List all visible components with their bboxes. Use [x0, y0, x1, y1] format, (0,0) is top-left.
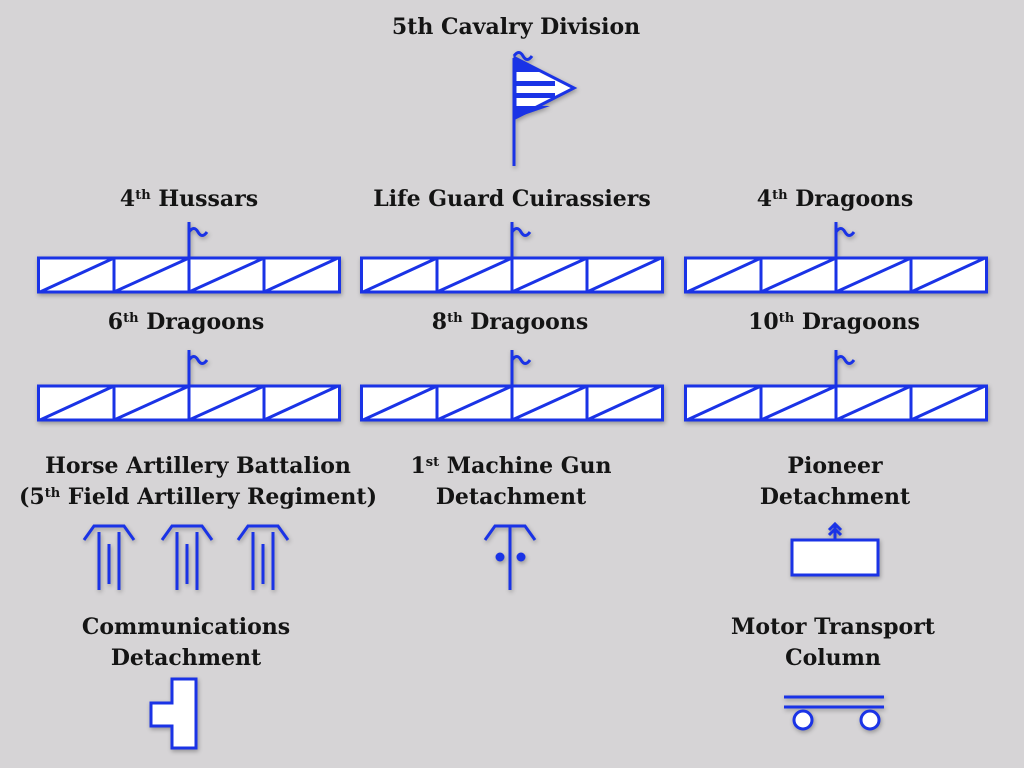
- motor-transport-icon: [784, 695, 884, 731]
- regiment-symbol-3-icon: [684, 222, 988, 294]
- machine-gun-label: 1st Machine Gun Detachment: [410, 453, 612, 510]
- regiment-symbol-5-icon: [360, 350, 664, 422]
- pioneer-label: Pioneer Detachment: [759, 453, 911, 510]
- regiment-label-1: 4th Hussars: [119, 186, 259, 212]
- artillery-battery-2-icon: [160, 524, 214, 590]
- division-title: 5th Cavalry Division: [391, 14, 641, 40]
- regiment-label-6: 10th Dragoons: [748, 309, 920, 335]
- artillery-battery-icons: [82, 524, 290, 590]
- communications-label: Communications Detachment: [81, 614, 291, 671]
- regiment-symbol-6-icon: [684, 350, 988, 422]
- regiment-symbol-4-icon: [37, 350, 341, 422]
- artillery-battery-3-icon: [236, 524, 290, 590]
- regiment-symbol-2-icon: [360, 222, 664, 294]
- motor-transport-label: Motor Transport Column: [731, 614, 935, 671]
- machine-gun-icon: [483, 524, 537, 590]
- division-flag-icon: [512, 51, 578, 166]
- artillery-label: Horse Artillery Battalion (5th Field Art…: [18, 453, 378, 510]
- regiment-label-5: 8th Dragoons: [431, 309, 589, 335]
- regiment-label-3: 4th Dragoons: [756, 186, 914, 212]
- artillery-battery-1-icon: [82, 524, 136, 590]
- pioneer-icon: [790, 521, 880, 577]
- regiment-label-4: 6th Dragoons: [107, 309, 265, 335]
- communications-icon: [149, 677, 198, 750]
- regiment-symbol-1-icon: [37, 222, 341, 294]
- regiment-label-2: Life Guard Cuirassiers: [373, 186, 651, 212]
